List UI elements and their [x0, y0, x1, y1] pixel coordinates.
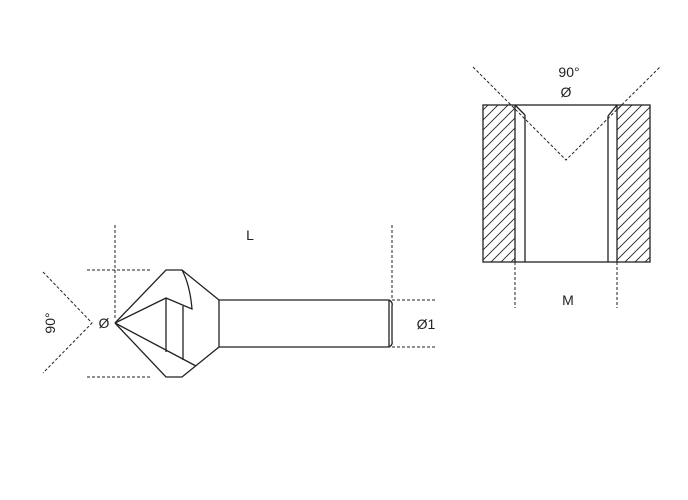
hatch-line: [617, 126, 650, 161]
tool-diameter-label: Ø: [99, 315, 110, 331]
hatch-line: [607, 210, 688, 420]
hatch-line: [617, 226, 650, 261]
hatch-line: [607, 0, 688, 110]
hatch-line: [473, 190, 683, 400]
tool-dimensions: [42, 225, 437, 378]
hatch-line: [607, 0, 688, 100]
hatch-line: [617, 136, 650, 171]
hatch-line: [473, 130, 683, 340]
hatch-line: [473, 180, 683, 390]
workpiece-outline: [482, 104, 651, 263]
hatch-line: [473, 0, 683, 60]
hole-angle-label: 90°: [558, 64, 579, 80]
hatch-line: [473, 110, 683, 320]
hatch-line: [473, 240, 683, 450]
hatch-line: [473, 250, 683, 460]
hatch-line: [483, 117, 515, 151]
hatch-line: [607, 0, 688, 70]
hatch-line: [607, 100, 688, 310]
left-hatching: [473, 0, 683, 460]
hatch-line: [644, 256, 650, 262]
hatch-line: [617, 206, 650, 241]
hatch-line: [617, 146, 650, 181]
tool-head-outline: [114, 269, 220, 378]
countersink-tool: [114, 269, 393, 378]
hatch-line: [473, 0, 683, 110]
hatch-line: [483, 147, 515, 181]
hatch-line: [607, 0, 688, 60]
hatch-line: [607, 190, 688, 400]
hatch-line: [607, 200, 688, 410]
hatch-line: [510, 257, 515, 262]
hatch-line: [473, 150, 683, 360]
hatch-line: [483, 137, 515, 171]
hatch-line: [607, 140, 688, 350]
hatch-line: [483, 207, 515, 241]
hatch-line: [607, 150, 688, 360]
hatch-line: [473, 170, 683, 380]
hatch-line: [634, 246, 650, 262]
hatch-line: [483, 157, 515, 191]
hatch-line: [607, 250, 688, 460]
tool-shank: [218, 299, 393, 348]
hatch-line: [607, 170, 688, 380]
hatch-line: [473, 200, 683, 410]
hatch-line: [617, 116, 650, 151]
hatch-line: [490, 237, 515, 262]
hatch-line: [607, 220, 688, 430]
countersink-angle-lines: [472, 66, 661, 161]
hatch-line: [617, 186, 650, 221]
hole-diameter-label: Ø: [561, 84, 572, 100]
tool-angle-label: 90°: [42, 312, 58, 333]
hatch-line: [483, 105, 489, 111]
hatch-line: [607, 240, 688, 450]
hatch-line: [483, 187, 515, 221]
hatch-line: [473, 140, 683, 350]
hatch-line: [483, 197, 515, 231]
hatch-line: [483, 107, 515, 141]
hatch-line: [617, 106, 650, 141]
hatch-line: [607, 0, 688, 80]
tool-flute: [114, 269, 197, 367]
thread-dimension-lines: [514, 262, 618, 308]
hatch-line: [473, 160, 683, 370]
hatch-line: [617, 176, 650, 211]
hatch-line: [607, 180, 688, 390]
hatch-line: [607, 160, 688, 370]
hatch-line: [617, 196, 650, 231]
hatch-line: [617, 156, 650, 191]
hatch-line: [473, 0, 683, 70]
hatch-line: [624, 236, 650, 262]
shank-diameter-label: Ø1: [417, 316, 436, 332]
hatch-line: [473, 210, 683, 420]
hatch-line: [607, 110, 688, 320]
tool-length-label: L: [246, 227, 254, 243]
hatch-line: [607, 120, 688, 330]
hatch-line: [607, 0, 688, 90]
hatch-line: [473, 220, 683, 430]
hatch-line: [483, 227, 515, 261]
hatch-line: [617, 105, 633, 121]
right-hatching: [607, 0, 688, 460]
hatch-line: [483, 127, 515, 161]
hatch-line: [617, 166, 650, 201]
hatch-line: [473, 100, 683, 310]
hatch-line: [617, 216, 650, 251]
hatch-line: [483, 177, 515, 211]
hatch-line: [473, 0, 683, 100]
hatch-line: [483, 167, 515, 201]
hole-section: [472, 0, 688, 460]
hole-walls: [514, 104, 618, 262]
hatch-line: [607, 130, 688, 340]
thread-label: M: [562, 292, 574, 308]
hatch-line: [473, 120, 683, 330]
hatch-line: [483, 217, 515, 251]
hatch-line: [500, 247, 515, 262]
hatch-line: [617, 105, 623, 111]
